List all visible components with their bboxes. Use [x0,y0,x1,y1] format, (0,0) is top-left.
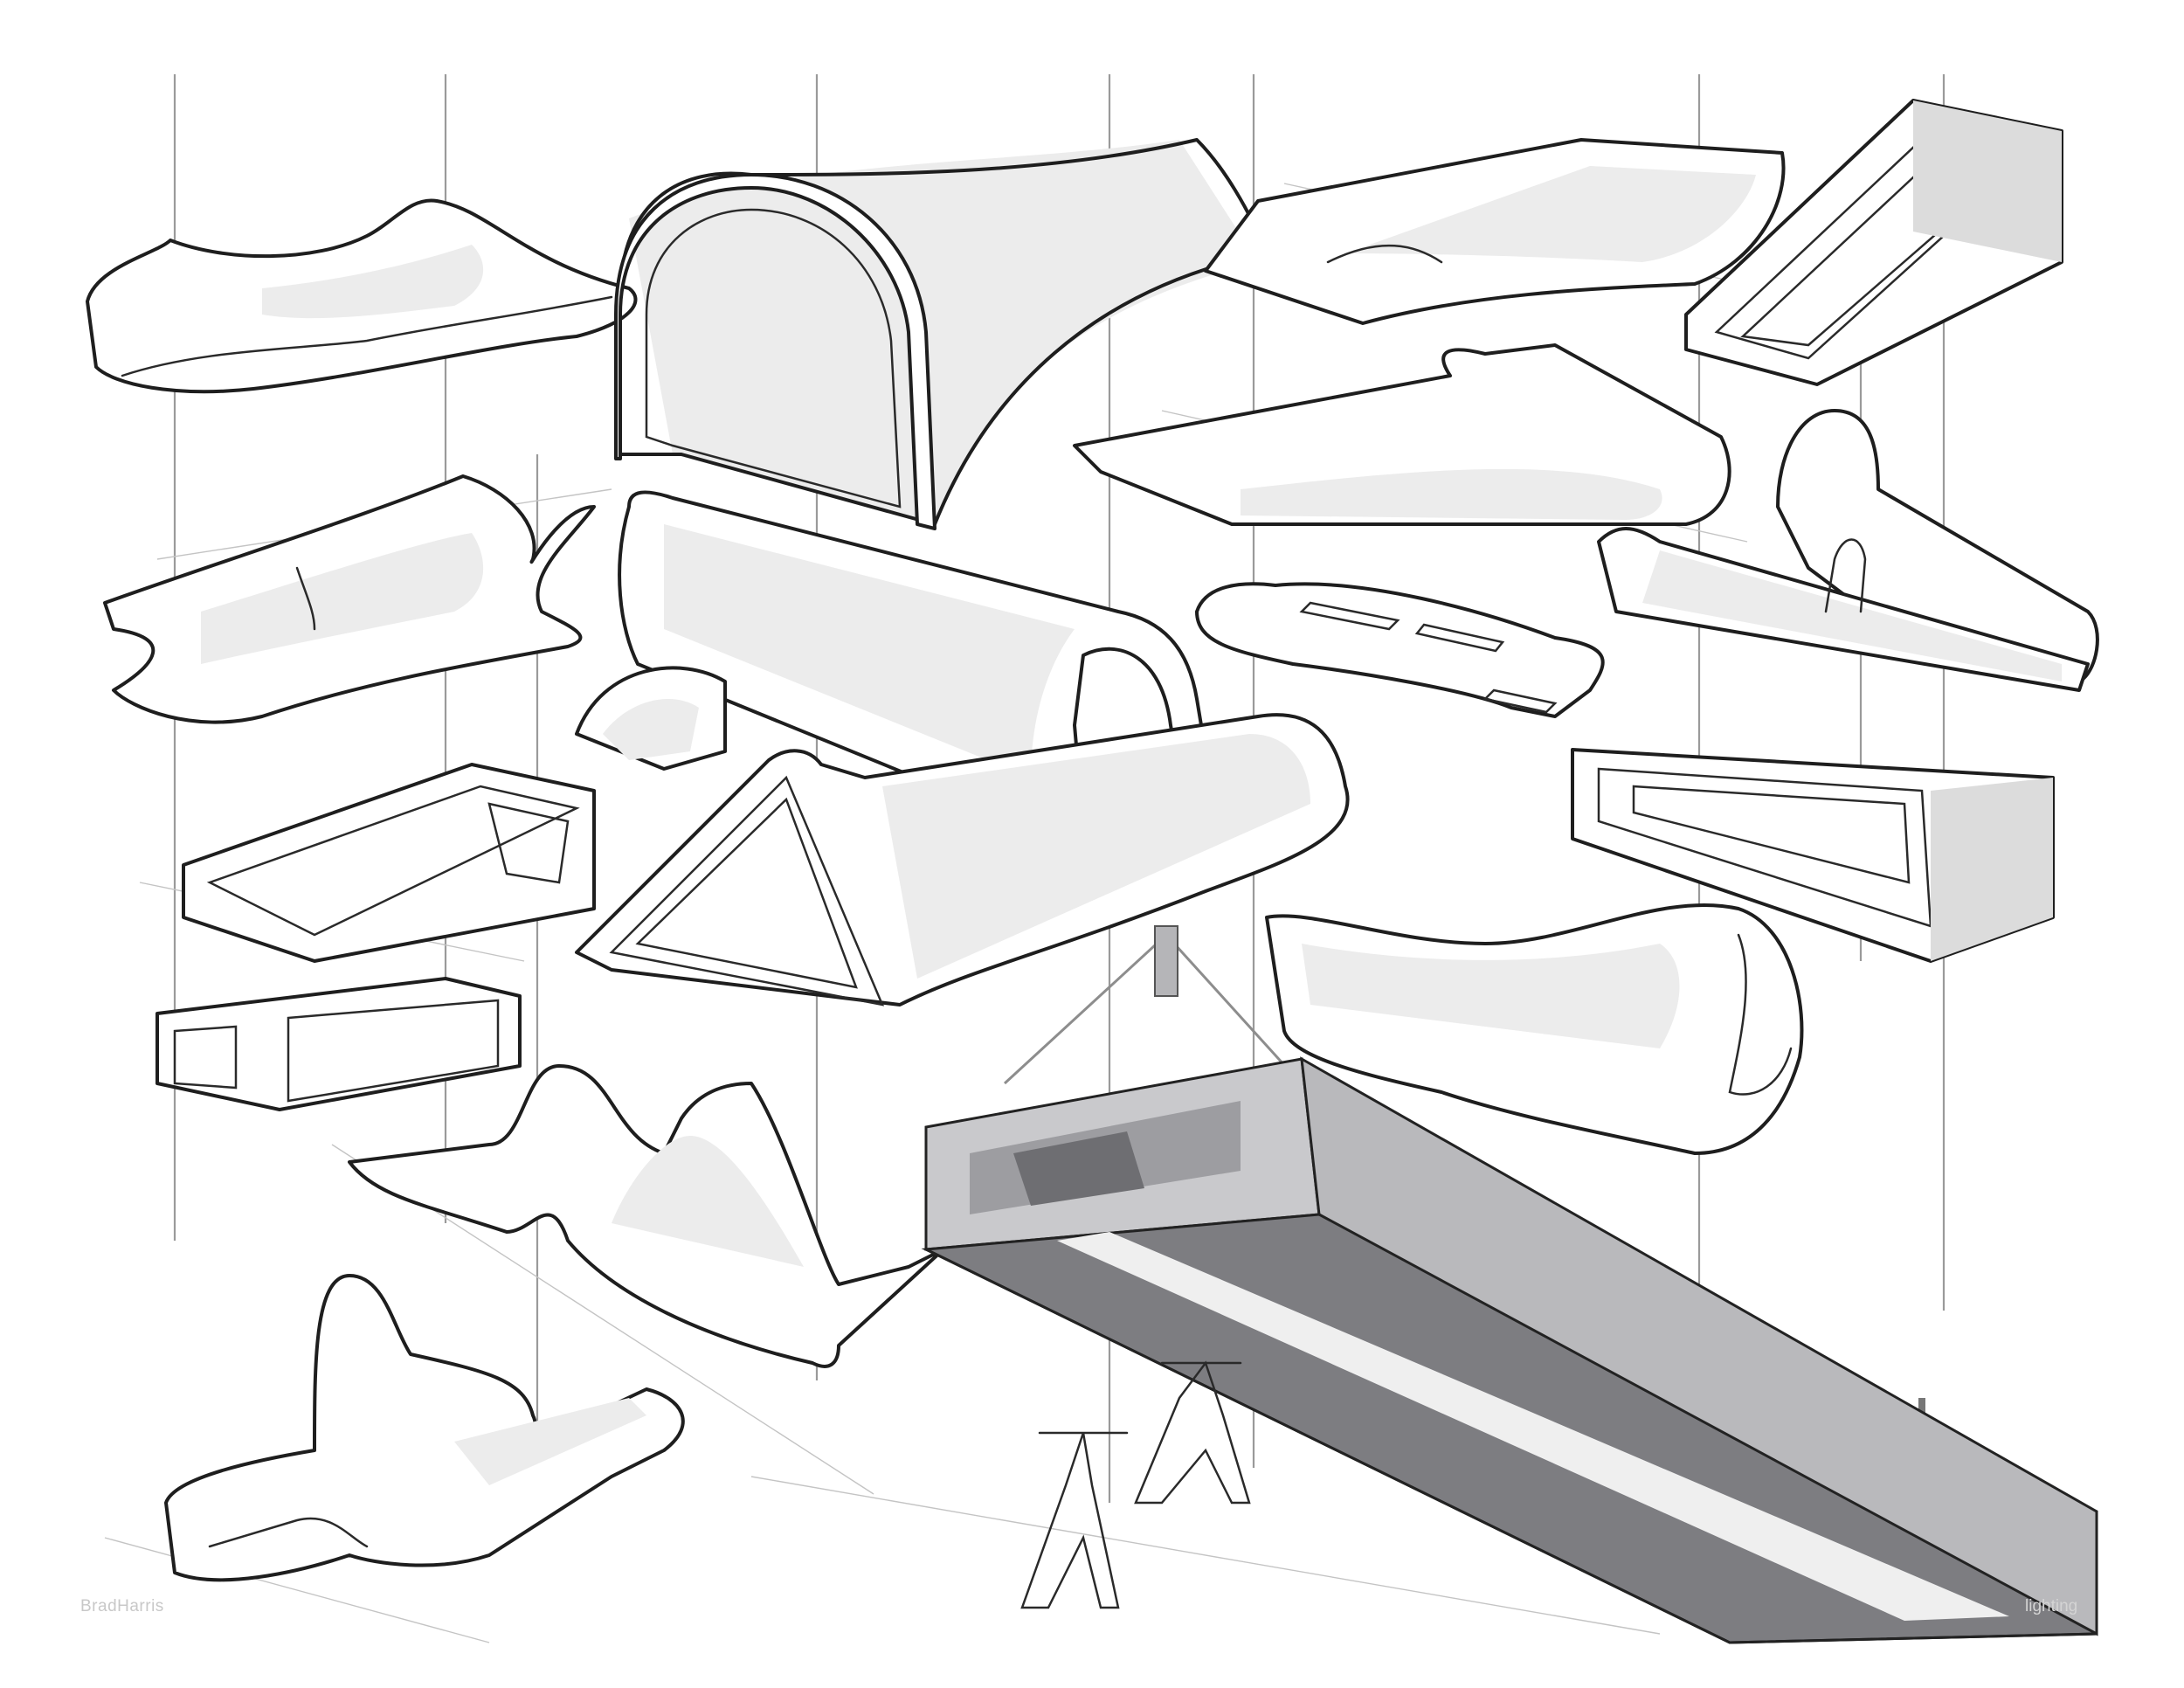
scoop-trough-pendant [1204,138,1786,325]
artist-signature: BradHarris [80,1597,164,1615]
arch-tunnel-pendant [614,138,1268,530]
triangle-prism-pendant [575,713,1350,1007]
half-pipe-pendant [103,474,596,724]
open-box-pendant [1571,748,2055,963]
folded-ribbon-pendant [1265,903,1804,1155]
folded-seat-pendant [164,1274,685,1582]
open-box-small-upper [182,763,596,963]
slotted-fin-pendant [1195,582,1605,718]
wavy-organic-pendant [86,198,638,394]
sheet-caption: lighting [2025,1597,2078,1615]
j-profile-bar-pendant [1597,409,2099,692]
rectangular-frame-pendant [1684,99,2063,386]
s-wave-ribbon-pendant [348,1064,945,1368]
curved-wing-pendant [1073,343,1731,526]
open-box-small-lower [156,977,522,1111]
linear-box-pendant-main [921,925,2098,1644]
sawhorse-stands [1020,1360,1251,1609]
